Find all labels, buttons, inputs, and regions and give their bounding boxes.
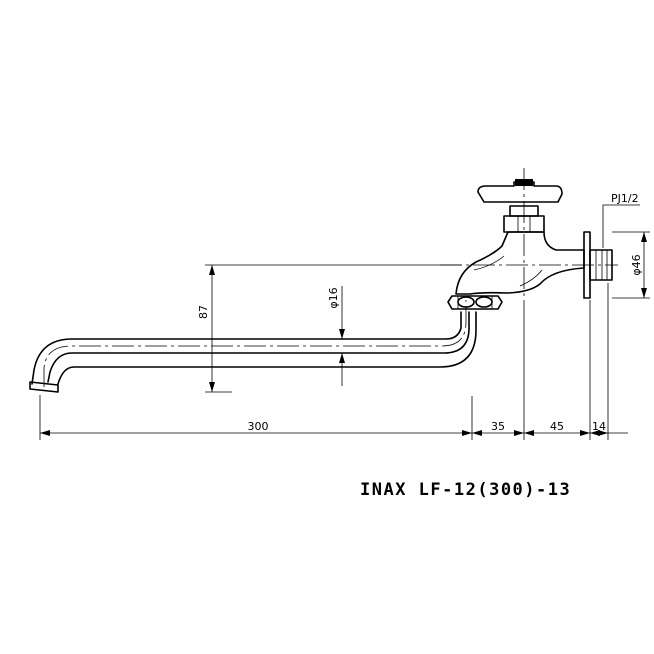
spout-pipe	[29, 300, 477, 393]
dim-45-label: 45	[550, 420, 564, 433]
dim-phi16-label: φ16	[327, 287, 340, 308]
union-nut	[447, 295, 503, 310]
model-label: INAX LF-12(300)-13	[360, 480, 572, 500]
dim-14-label: 14	[592, 420, 606, 433]
dim-35-label: 35	[491, 420, 505, 433]
handle	[477, 179, 563, 203]
dimension-lines	[40, 204, 647, 436]
dim-87-label: 87	[197, 305, 210, 319]
extension-lines	[39, 231, 650, 440]
dim-phi46-label: φ46	[630, 254, 643, 275]
dim-300-label: 300	[248, 420, 269, 433]
thread-spec-label: PJ1/2	[611, 192, 639, 205]
faucet-body	[455, 205, 585, 295]
center-lines	[440, 168, 618, 300]
